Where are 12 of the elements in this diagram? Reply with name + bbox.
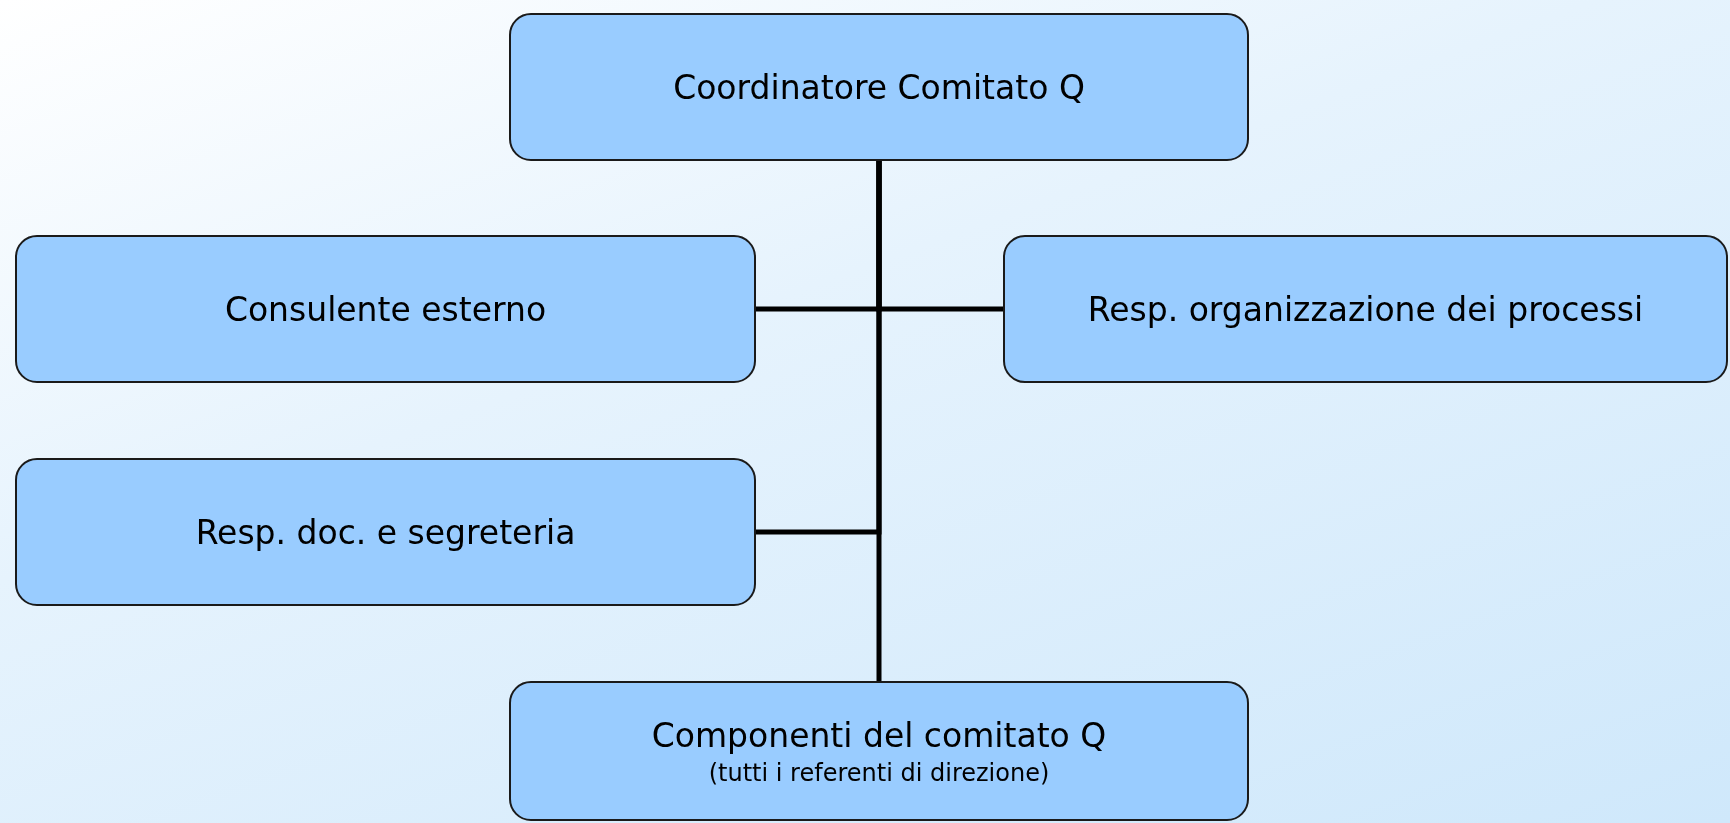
box-title: Coordinatore Comitato Q [673, 67, 1085, 107]
org-box [15, 458, 756, 606]
box-title: Resp. organizzazione dei processi [1087, 289, 1644, 329]
box-title: Componenti del comitato Q [651, 715, 1107, 755]
org-box [509, 681, 1249, 821]
org-box [1003, 235, 1728, 383]
box-title: Consulente esterno [224, 289, 547, 329]
box-title: Resp. doc. e segreteria [195, 512, 576, 552]
connector-line [876, 161, 882, 681]
box-subtitle: (tutti i referenti di direzione) [708, 758, 1050, 787]
org-box [15, 235, 756, 383]
org-box [509, 13, 1249, 161]
